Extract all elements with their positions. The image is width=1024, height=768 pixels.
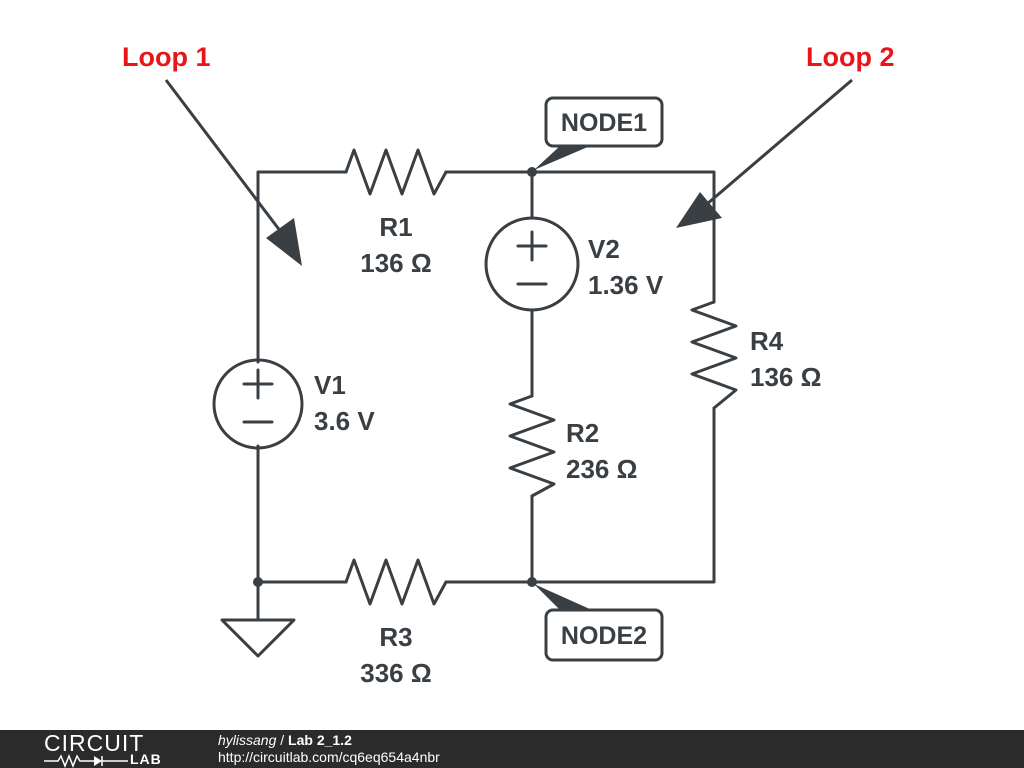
resistor-diode-icon (44, 754, 128, 768)
circuit-url[interactable]: http://circuitlab.com/cq6eq654a4nbr (218, 749, 440, 765)
v1-name: V1 (314, 370, 346, 400)
wires (256, 170, 716, 620)
node1-flag: NODE1 (534, 96, 664, 170)
circuit-schematic: NODE1 NODE2 Loop 1 Loop 2 R1 136 Ω V2 1.… (122, 42, 895, 688)
loop2-arrow (676, 78, 853, 228)
credit-block: hylissang / Lab 2_1.2 http://circuitlab.… (218, 732, 440, 766)
logo-bottom-text: LAB (130, 751, 162, 767)
r4-name: R4 (750, 326, 784, 356)
node2-flag: NODE2 (534, 584, 664, 662)
v2-value: 1.36 V (588, 270, 664, 300)
wire-top-right (530, 170, 716, 304)
r3-value: 336 Ω (360, 658, 431, 688)
voltage-source-v2 (484, 216, 580, 312)
v1-value: 3.6 V (314, 406, 375, 436)
logo-top-text: CIRCUIT (44, 730, 145, 756)
resistor-r2 (508, 394, 556, 498)
loop2-label: Loop 2 (806, 42, 895, 72)
v2-name: V2 (588, 234, 620, 264)
voltage-source-v1 (212, 358, 304, 450)
author-name[interactable]: hylissang (218, 732, 277, 748)
loop1-arrow (164, 79, 302, 266)
r1-name: R1 (379, 212, 412, 242)
node2-label: NODE2 (561, 622, 647, 650)
credit-separator: / (276, 732, 289, 748)
r2-value: 236 Ω (566, 454, 637, 484)
r1-value: 136 Ω (360, 248, 431, 278)
r2-name: R2 (566, 418, 599, 448)
footer-bar: CIRCUIT LAB hylissang / Lab 2_1.2 http:/… (0, 730, 1024, 768)
r4-value: 136 Ω (750, 362, 821, 392)
wire-right-bottom (530, 406, 716, 584)
junction-ground (253, 577, 263, 587)
resistor-r4 (690, 300, 738, 410)
ground-icon (220, 618, 296, 658)
resistor-r1 (344, 148, 448, 196)
circuit-title[interactable]: Lab 2_1.2 (288, 732, 352, 748)
resistor-r3 (344, 558, 448, 606)
node1-label: NODE1 (561, 109, 647, 137)
junction-node1 (527, 167, 537, 177)
wire-top-left (256, 170, 348, 364)
loop1-label: Loop 1 (122, 42, 211, 72)
r3-name: R3 (379, 622, 412, 652)
circuitlab-logo[interactable]: CIRCUIT LAB (44, 730, 184, 768)
